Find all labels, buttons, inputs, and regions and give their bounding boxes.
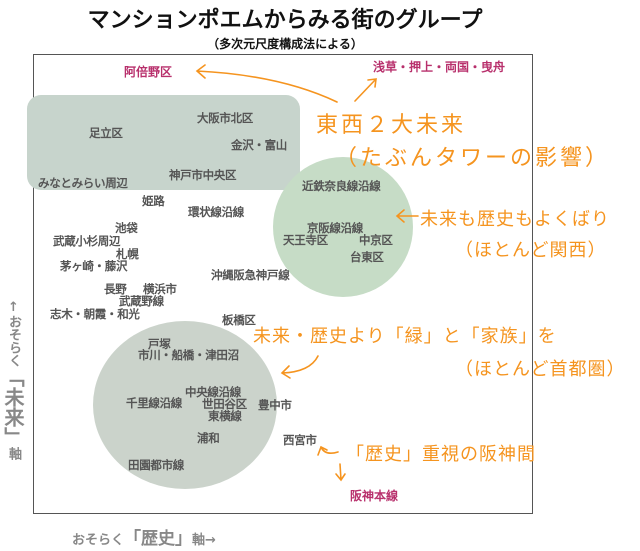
diagram-title: マンションポエムからみる街のグループ: [87, 8, 483, 33]
x-axis-post: 軸→: [192, 533, 216, 548]
place-label: 神戸市中央区: [169, 168, 237, 182]
place-label: 金沢・富山: [231, 138, 287, 152]
place-label: 環状線沿線: [188, 205, 244, 219]
y-axis-post: 軸: [6, 447, 21, 460]
x-axis-em: 歴史: [141, 529, 176, 549]
outlier-hanshin: 阪神本線: [350, 489, 399, 503]
place-label: 札幌: [116, 247, 139, 261]
place-label: 武蔵小杉周辺: [53, 234, 121, 248]
place-label: 長野: [104, 282, 127, 296]
place-label: 東横線: [208, 409, 242, 423]
arrow-to-hanshin: [335, 463, 346, 482]
group-kansai: [273, 157, 413, 297]
y-axis-open: 「: [1, 367, 25, 387]
outlier-abeno: 阿倍野区: [124, 65, 173, 79]
place-label: 板橋区: [222, 313, 256, 327]
place-label: 武蔵野線: [119, 294, 164, 308]
place-label: 志木・朝霞・和光: [50, 307, 140, 321]
arrow-to-abeno: [195, 64, 338, 103]
place-label: 天王寺区: [283, 233, 328, 247]
place-label: 市川・船橋・津田沼: [138, 348, 239, 362]
annotation-green-note: （ほとんど首都圏）: [455, 359, 626, 380]
place-label: 戸塚: [148, 337, 171, 351]
place-label: 台東区: [350, 250, 384, 264]
y-axis-close: 」: [1, 427, 25, 447]
place-label: 中京区: [359, 233, 393, 247]
group-future-east-west: [27, 95, 300, 190]
arrow-to-kansai: [395, 209, 419, 223]
place-label: 近鉄奈良線沿線: [302, 179, 381, 193]
place-label: 千里線沿線: [126, 396, 182, 410]
y-axis-em: 未来: [1, 387, 25, 427]
diagram-subtitle: （多次元尺度構成法による）: [207, 37, 363, 51]
place-label: 横浜市: [143, 282, 177, 296]
place-label: 姫路: [142, 194, 165, 208]
place-label: 茅ヶ崎・藤沢: [60, 259, 128, 273]
place-label: 中央線沿線: [185, 385, 241, 399]
place-label: 足立区: [89, 126, 123, 140]
x-axis-label: おそらく「歴史」軸→: [72, 524, 216, 549]
annotation-both-note: （ほとんど関西）: [455, 240, 607, 261]
annotation-future2-note: （たぶんタワーの影響）: [335, 146, 611, 171]
x-axis-pre: おそらく: [72, 533, 125, 548]
x-axis-open: 「: [124, 529, 142, 549]
place-label: 沖縄阪急神戸線: [211, 268, 290, 282]
place-label: 田園都市線: [128, 458, 184, 472]
y-axis-arrow: ↑: [6, 300, 21, 315]
place-label: 浦和: [197, 431, 220, 445]
place-label: 西宮市: [283, 433, 317, 447]
annotation-history: 「歴史」重視の阪神間: [346, 444, 536, 465]
arrow-to-nishinomiya: [317, 445, 339, 456]
x-axis-close: 」: [175, 529, 193, 549]
place-label: 池袋: [115, 221, 138, 235]
group-shutoken: [93, 321, 277, 489]
outlier-asakusa: 浅草・押上・両国・曳舟: [373, 60, 506, 74]
place-label: 京阪線沿線: [307, 221, 363, 235]
arrow-to-asakusa: [354, 78, 377, 102]
place-label: みなとみらい周辺: [38, 176, 128, 190]
plot-frame: [33, 54, 533, 514]
place-label: 世田谷区: [202, 397, 247, 411]
annotation-both: 未来も歴史もよくばり: [420, 209, 610, 230]
place-label: 豊中市: [258, 398, 292, 412]
y-axis-label: ↑おそらく「未来」軸: [1, 300, 25, 460]
annotation-future2: 東西２大未来: [316, 113, 467, 138]
arrow-to-shutoken: [280, 355, 319, 379]
y-axis-pre: おそらく: [6, 315, 21, 367]
place-label: 大阪市北区: [197, 111, 253, 125]
annotation-green: 未来・歴史より「緑」と「家族」を: [253, 326, 557, 347]
